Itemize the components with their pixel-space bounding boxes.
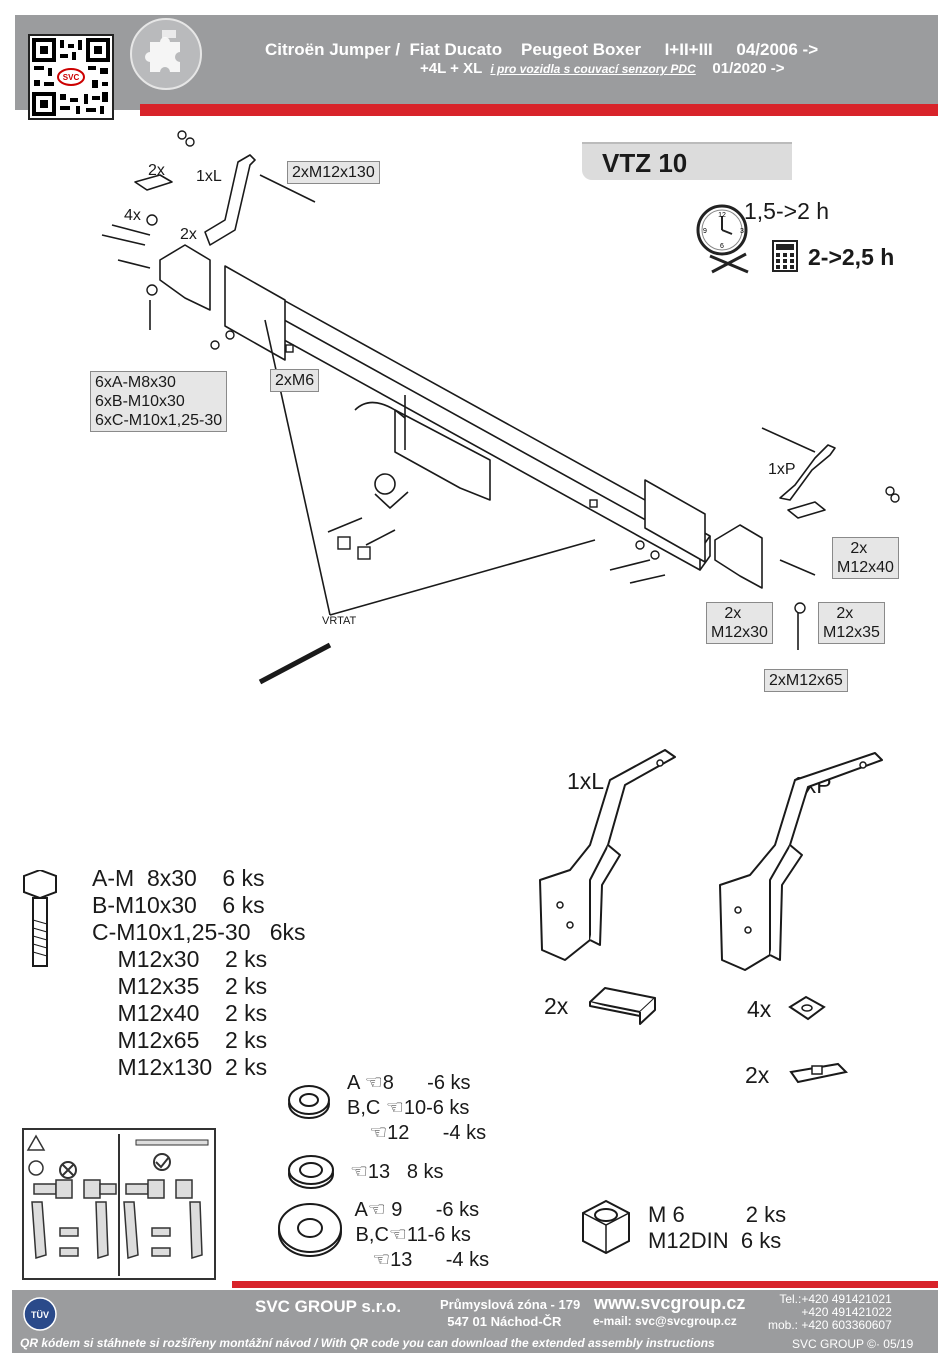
torque-instruction-panel [22, 1128, 216, 1280]
callout-bolt-set: 6xA-M8x30 6xB-M10x30 6xC-M10x1,25-30 [90, 371, 228, 432]
label-1xP: 1xP [768, 461, 796, 478]
ring-washer-icon [288, 1155, 334, 1189]
company-address: Průmyslová zóna - 179 547 01 Náchod-ČR [440, 1297, 581, 1329]
svg-text:6: 6 [720, 243, 724, 250]
calculator-icon [772, 240, 798, 277]
callout-m12x130: 2xM12x130 [287, 161, 380, 184]
nut-list: M 6 2 ks M12DIN 6 ks [648, 1202, 787, 1253]
angle-bracket-qty: 2x [544, 993, 569, 1019]
callout-m6: 2xM6 [270, 369, 320, 392]
svg-text:3: 3 [740, 228, 744, 235]
drill-label: VRTAT [322, 615, 357, 627]
hex-nut-icon [582, 1199, 630, 1255]
callout-m12x65: 2xM12x65 [764, 669, 848, 692]
ring-washer-list: ☜13 8 ks [350, 1161, 444, 1183]
bracket-drawings [539, 749, 883, 971]
label-2x-angle: 2x [148, 162, 165, 179]
bolt-icon [23, 870, 57, 967]
label-1xL: 1xL [196, 168, 222, 185]
svg-text:TÜV: TÜV [31, 1310, 49, 1320]
phone-numbers: Tel.:+420 491421021 +420 491421022 mob.:… [768, 1292, 892, 1332]
tuv-logo-icon: TÜV [22, 1296, 58, 1337]
svg-text:9: 9 [703, 228, 707, 235]
left-bracket-label: 1xL [567, 768, 605, 794]
header-accent-stripe [140, 104, 938, 116]
puzzle-icon [130, 18, 202, 90]
callout-m12x35: 2x M12x35 [818, 602, 885, 644]
company-name: SVC GROUP s.r.o. [255, 1297, 402, 1316]
square-washer-qty: 4x [747, 996, 772, 1022]
nut-plate-qty: 2x [745, 1062, 770, 1088]
footer-bar [12, 1290, 938, 1353]
label-4x: 4x [124, 207, 141, 224]
document-version: SVC GROUP ©· 05/19 [792, 1337, 914, 1351]
nut-plate-icon [789, 1062, 849, 1084]
callout-m12x40: 2x M12x40 [832, 537, 899, 579]
flat-washer-icon [278, 1203, 342, 1257]
svg-text:12: 12 [718, 212, 726, 219]
header-vehicle-line: Citroën Jumper / Fiat Ducato Peugeot Box… [265, 40, 819, 59]
angle-bracket-icon [589, 987, 656, 1025]
square-washer-icon [788, 995, 826, 1021]
parts-list: A-M 8x30 6 ks B-M10x30 6 ks C-M10x1,25-3… [92, 865, 306, 1080]
svg-text:SVC: SVC [63, 73, 80, 82]
clock-tools-icon: 12 3 9 6 [696, 196, 758, 281]
website-link[interactable]: www.svcgroup.cz [594, 1293, 746, 1313]
flat-washer-list: A☜ 9 -6 ks B,C☜11-6 ks ☜13 -4 ks [354, 1199, 490, 1271]
callout-m12x30: 2x M12x30 [706, 602, 773, 644]
qr-instruction-note: QR kódem si stáhnete si rozšířeny montáž… [20, 1336, 715, 1350]
mount-time: 1,5->2 h [744, 198, 830, 224]
total-time: 2->2,5 h [808, 244, 895, 270]
header-variant-line: +4L + XL i pro vozidla s couvací senzory… [420, 60, 785, 77]
spring-washer-icon [288, 1085, 330, 1119]
footer-accent-stripe [232, 1281, 938, 1288]
product-code: VTZ 10 [582, 142, 792, 180]
spring-washer-list: A ☜8 -6 ks B,C ☜10-6 ks ☜12 -4 ks [347, 1072, 487, 1144]
label-2x-plate: 2x [180, 226, 197, 243]
assembly-drawing [101, 130, 900, 685]
email-link[interactable]: e-mail: svc@svcgroup.cz [593, 1314, 737, 1328]
qr-code[interactable]: SVC [28, 34, 114, 120]
